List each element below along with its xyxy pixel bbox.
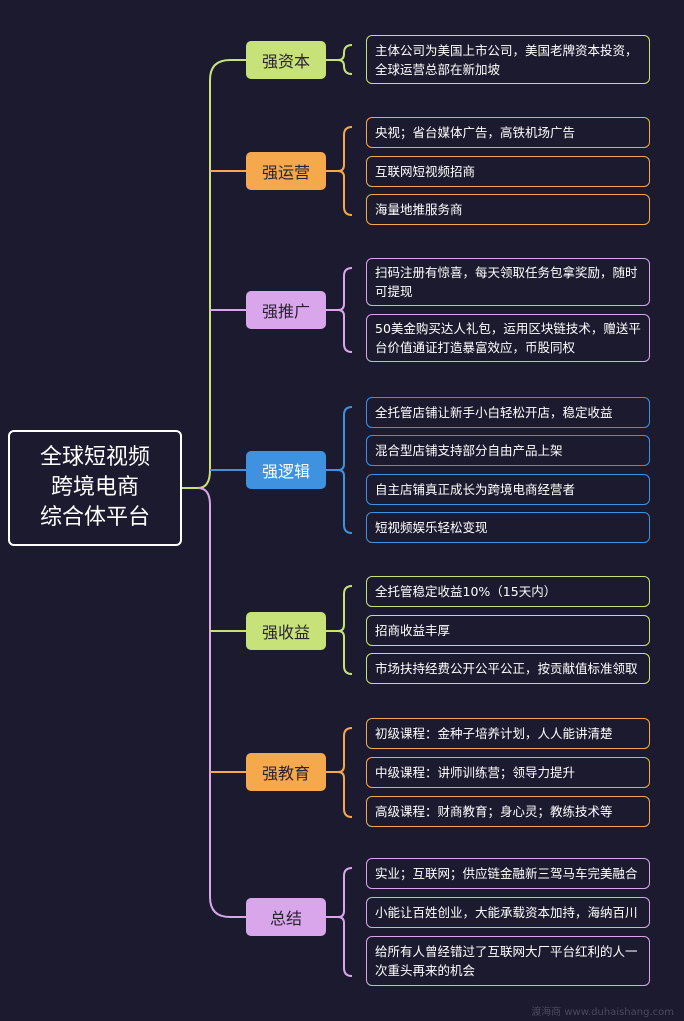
branch-node-3: 强逻辑 <box>246 451 326 489</box>
bracket-2 <box>337 267 353 353</box>
leaf-node: 央视；省台媒体广告，高铁机场广告 <box>366 117 650 148</box>
leaf-node: 给所有人曾经错过了互联网大厂平台红利的人一次重头再来的机会 <box>366 936 650 986</box>
leaf-node: 高级课程：财商教育；身心灵；教练技术等 <box>366 796 650 827</box>
bracket-1 <box>337 126 353 216</box>
leaf-node: 混合型店铺支持部分自由产品上架 <box>366 435 650 466</box>
leaf-node: 互联网短视频招商 <box>366 156 650 187</box>
bracket-3 <box>337 406 353 534</box>
trunk-lower <box>197 487 246 918</box>
leaf-node: 主体公司为美国上市公司，美国老牌资本投资，全球运营总部在新加坡 <box>366 35 650 84</box>
leaf-node: 自主店铺真正成长为跨境电商经营者 <box>366 474 650 505</box>
watermark: 渡海商 www.duhaishang.com <box>531 1007 674 1018</box>
bracket-5 <box>337 727 353 818</box>
bracket-6 <box>337 867 353 977</box>
root-node: 全球短视频 跨境电商 综合体平台 <box>8 430 182 546</box>
trunk-upper <box>197 59 246 489</box>
leaf-node: 海量地推服务商 <box>366 194 650 225</box>
root-line-2: 跨境电商 <box>50 475 139 500</box>
leaf-node: 小能让百姓创业，大能承载资本加持，海纳百川 <box>366 897 650 928</box>
leaf-node: 50美金购买达人礼包，运用区块链技术，赠送平台价值通证打造暴富效应，币股同权 <box>366 314 650 362</box>
bracket-4 <box>337 585 353 675</box>
root-line-1: 全球短视频 <box>39 445 150 470</box>
leaf-node: 中级课程：讲师训练营；领导力提升 <box>366 757 650 788</box>
leaf-node: 全托管店铺让新手小白轻松开店，稳定收益 <box>366 397 650 428</box>
branch-node-4: 强收益 <box>246 612 326 650</box>
branch-node-2: 强推广 <box>246 291 326 329</box>
branch-node-6: 总结 <box>246 898 326 936</box>
branch-node-0: 强资本 <box>246 41 326 79</box>
leaf-node: 全托管稳定收益10%（15天内） <box>366 576 650 607</box>
leaf-node: 短视频娱乐轻松变现 <box>366 512 650 543</box>
branch-node-5: 强教育 <box>246 753 326 791</box>
leaf-node: 招商收益丰厚 <box>366 615 650 646</box>
bracket-0 <box>337 44 353 75</box>
root-line-3: 综合体平台 <box>39 505 150 530</box>
leaf-node: 扫码注册有惊喜，每天领取任务包拿奖励，随时可提现 <box>366 258 650 306</box>
leaf-node: 市场扶持经费公开公平公正，按贡献值标准领取 <box>366 653 650 684</box>
leaf-node: 实业；互联网；供应链金融新三驾马车完美融合 <box>366 858 650 889</box>
leaf-node: 初级课程：金种子培养计划，人人能讲清楚 <box>366 718 650 749</box>
branch-node-1: 强运营 <box>246 152 326 190</box>
